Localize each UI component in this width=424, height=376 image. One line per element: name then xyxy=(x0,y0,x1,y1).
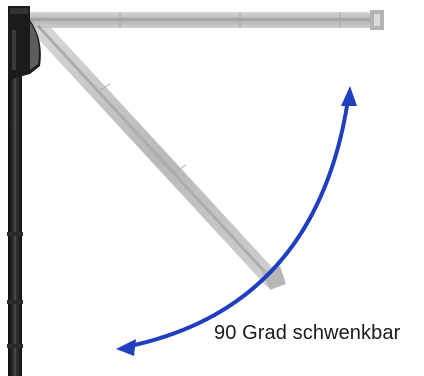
rotation-caption: 90 Grad schwenkbar xyxy=(214,322,401,344)
rotation-arrow xyxy=(116,86,357,356)
arrowhead-up-icon xyxy=(341,86,357,106)
arrowhead-left-icon xyxy=(116,339,136,356)
pivot-head xyxy=(8,6,41,80)
arm-horizontal xyxy=(30,10,384,30)
post-vertical xyxy=(7,58,23,376)
arm-diagonal xyxy=(30,22,286,290)
